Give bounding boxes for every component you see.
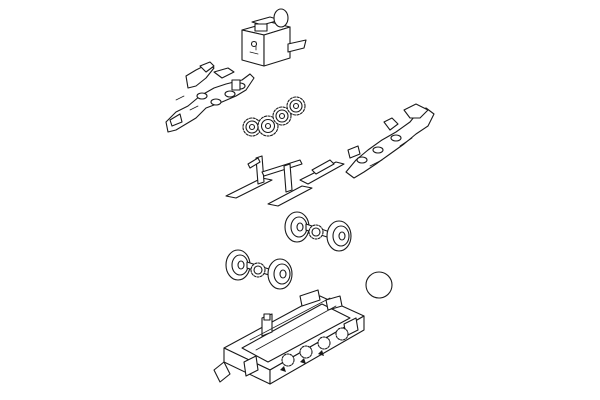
ball — [365, 271, 393, 299]
left-frame-side — [165, 61, 255, 133]
wiper-right — [267, 159, 345, 207]
wheel-front-right — [267, 258, 293, 290]
rear-wheelset — [284, 211, 352, 252]
axle-gear-front — [250, 262, 266, 278]
contact-wipers — [225, 155, 345, 207]
gear-1 — [242, 117, 262, 137]
gear-4 — [286, 96, 306, 116]
gear-3 — [272, 106, 292, 126]
axle-gear-rear — [308, 224, 324, 240]
motor-mount-block — [241, 8, 307, 67]
wheel-rear-right — [326, 220, 352, 252]
wheel-rear-left — [284, 211, 310, 243]
gear-2 — [257, 115, 279, 137]
gear-train — [242, 96, 306, 137]
wheel-front-left — [225, 249, 251, 281]
wiper-left — [225, 155, 303, 199]
right-frame-side — [345, 103, 435, 179]
chassis-gear-detail — [281, 327, 349, 367]
front-wheelset — [225, 249, 293, 290]
chassis-frame — [213, 289, 365, 385]
